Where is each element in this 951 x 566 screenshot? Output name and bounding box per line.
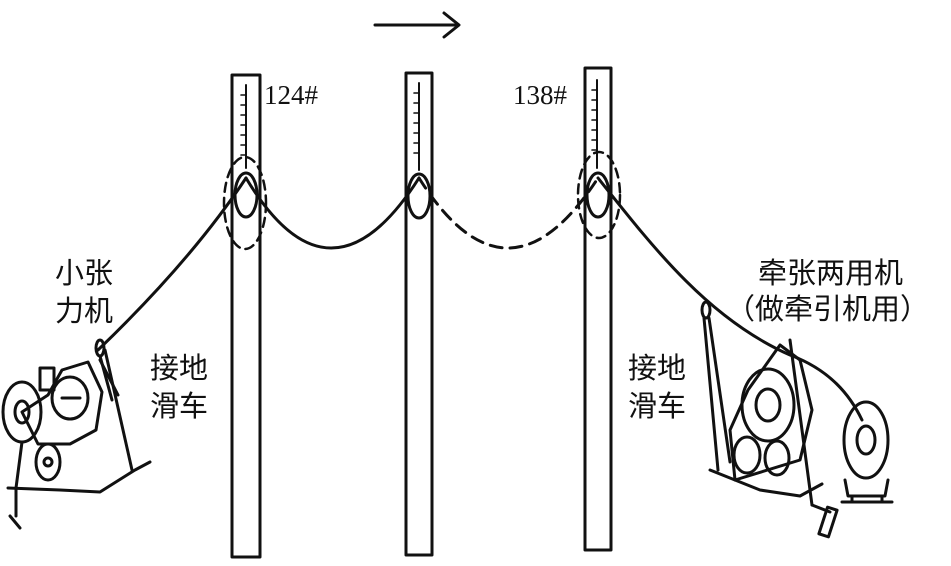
dual-machine-label-line2: （做牵引机用） <box>726 292 930 326</box>
ground-pulley-left-label-line1: 接地 <box>150 351 209 385</box>
tower-138-number: 138# <box>513 80 567 110</box>
tower-138 <box>583 66 613 552</box>
small-tensioner-machine-icon <box>1 358 152 530</box>
small-tensioner-label-line1: 小张 <box>55 256 114 290</box>
conductor-right-span <box>596 176 864 422</box>
dual-puller-machine-icon <box>708 338 894 539</box>
ground-pulley-right-label-line2: 滑车 <box>628 389 687 423</box>
small-tensioner-label-line2: 力机 <box>55 294 114 328</box>
ground-pulley-right-label-line1: 接地 <box>628 351 687 385</box>
arrow-right-icon <box>373 11 461 39</box>
conductor-span-2-dashed <box>417 176 600 250</box>
conductor-span-1 <box>244 176 421 250</box>
dual-machine-label-line1: 牵张两用机 <box>758 256 904 290</box>
ground-pulley-left-label-line2: 滑车 <box>150 389 209 423</box>
highlight-circles <box>222 150 622 251</box>
tower-124-number: 124# <box>264 80 318 110</box>
conductor-left-span <box>96 176 248 352</box>
ground-pulley-right <box>700 300 732 472</box>
pulley-tower-138 <box>585 171 611 219</box>
tower-124 <box>230 73 262 559</box>
tower-middle <box>404 71 434 557</box>
